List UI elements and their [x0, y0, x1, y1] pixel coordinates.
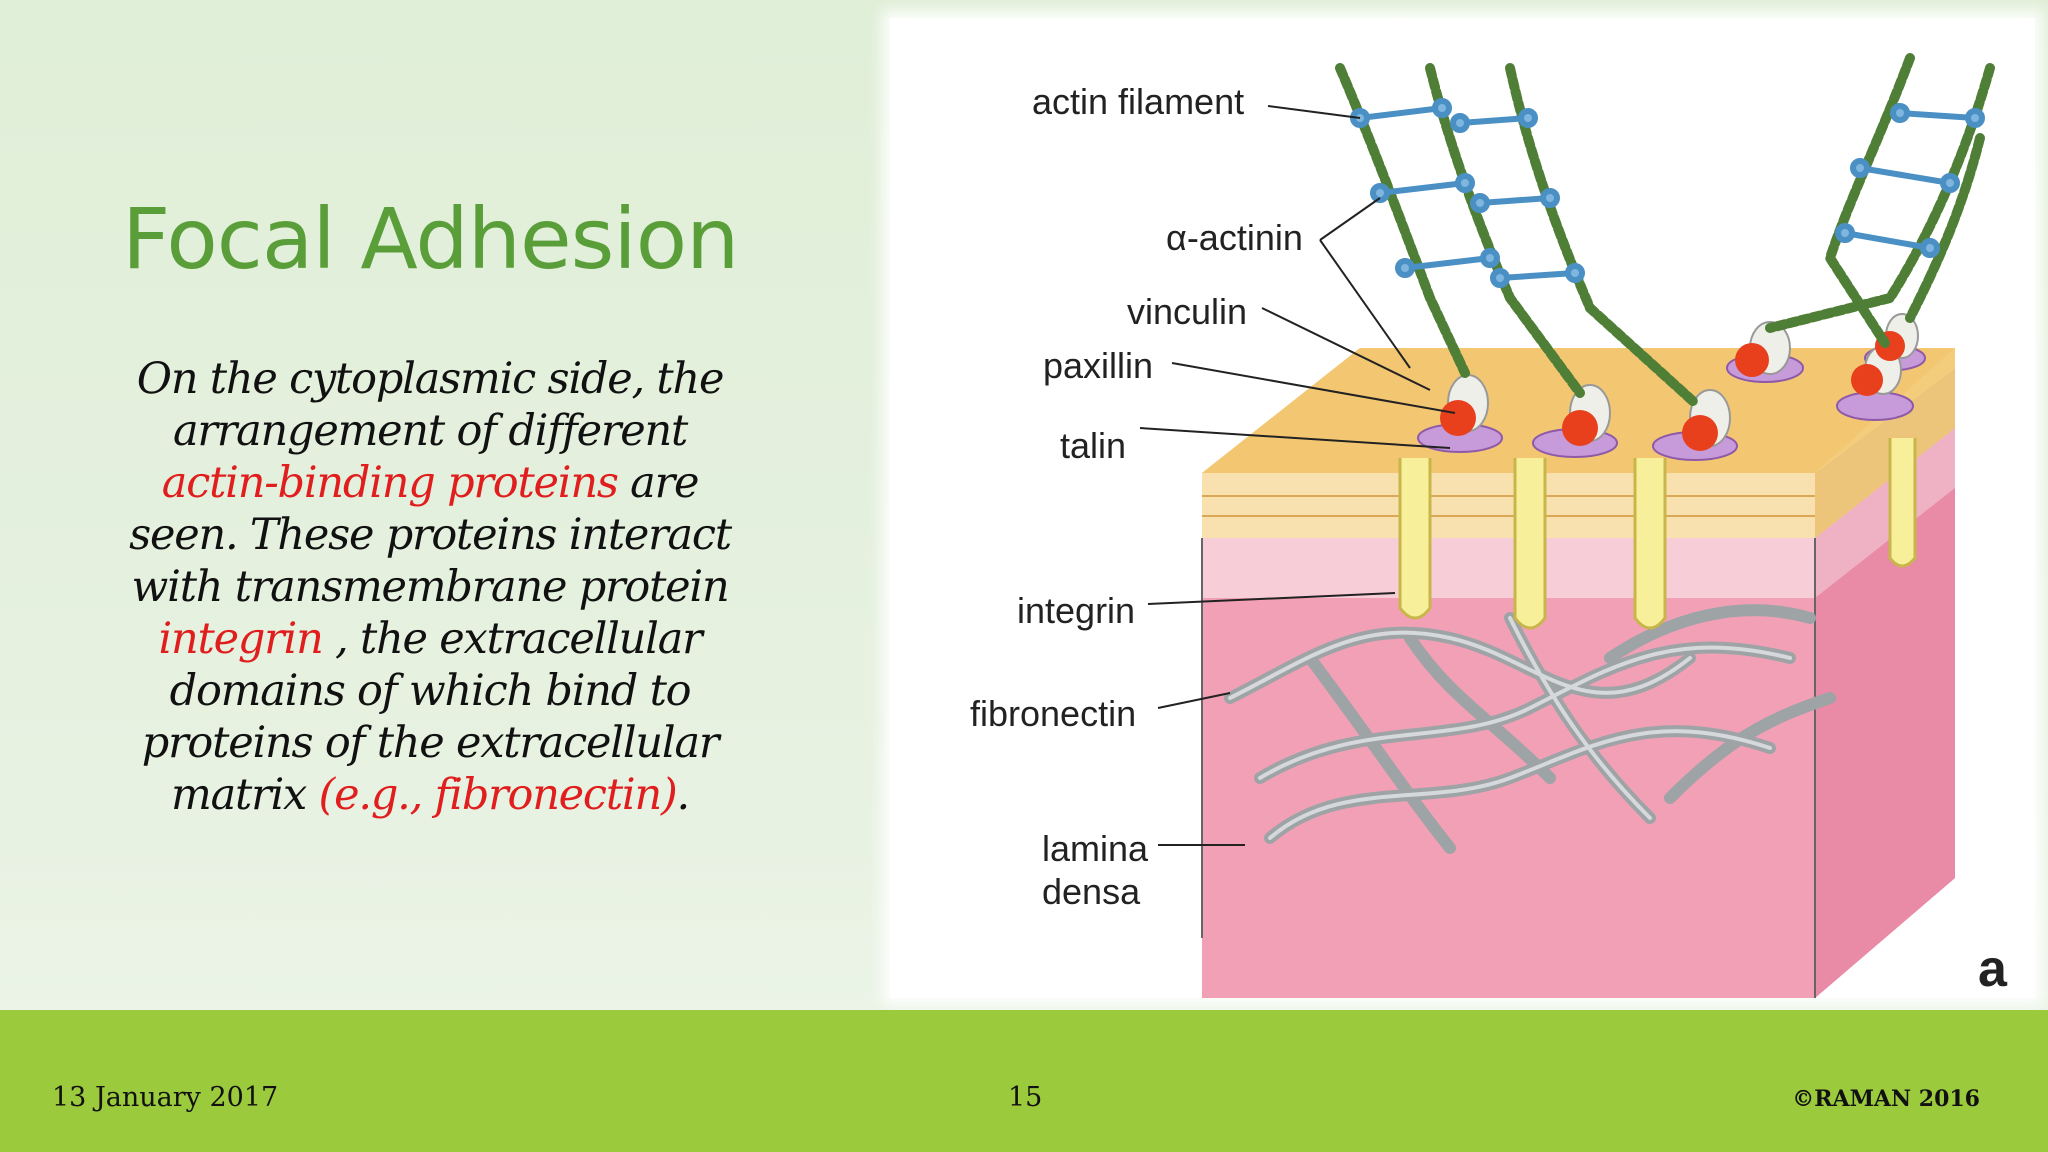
label-leader-lines [1139, 105, 1456, 846]
label-fibronectin: fibronectin [970, 693, 1136, 734]
body-text-4: . [676, 770, 691, 820]
highlight-actin-binding-proteins: actin-binding proteins [161, 458, 619, 508]
page-number: 15 [1008, 1082, 1043, 1113]
highlight-integrin: integrin [158, 614, 323, 664]
label-actin-filament: actin filament [1032, 81, 1244, 122]
diagram-svg: actin filament α-actinin vinculin paxill… [970, 53, 2008, 998]
label-alpha-actinin: α-actinin [1166, 217, 1303, 258]
label-talin: talin [1060, 425, 1126, 466]
footer-date: 13 January 2017 [52, 1082, 279, 1113]
body-paragraph: On the cytoplasmic side, the arrangement… [110, 353, 750, 821]
label-densa: densa [1042, 871, 1141, 912]
highlight-fibronectin: (e.g., fibronectin) [318, 770, 678, 820]
integrin-molecules [1398, 438, 1917, 630]
label-integrin: integrin [1017, 590, 1135, 631]
body-text-1: On the cytoplasmic side, the arrangement… [136, 354, 725, 456]
body-text-3: , the extracellular domains of which bin… [141, 614, 720, 820]
label-vinculin: vinculin [1127, 291, 1247, 332]
label-paxillin: paxillin [1043, 345, 1153, 386]
extracellular-matrix-block [1201, 428, 1955, 998]
focal-adhesion-diagram: actin filament α-actinin vinculin paxill… [890, 18, 2035, 998]
body-text-2: are seen. These proteins interact with t… [129, 458, 732, 612]
panel-letter: a [1978, 940, 2008, 998]
footer-bar: 13 January 2017 15 ©RAMAN 2016 [0, 1010, 2048, 1152]
vinculin-paxillin [1440, 313, 1919, 451]
footer-copyright: ©RAMAN 2016 [1792, 1086, 1980, 1112]
fibronectin-strands-highlight [1228, 616, 1792, 840]
label-lamina: lamina [1042, 828, 1149, 869]
slide-title: Focal Adhesion [122, 190, 739, 288]
